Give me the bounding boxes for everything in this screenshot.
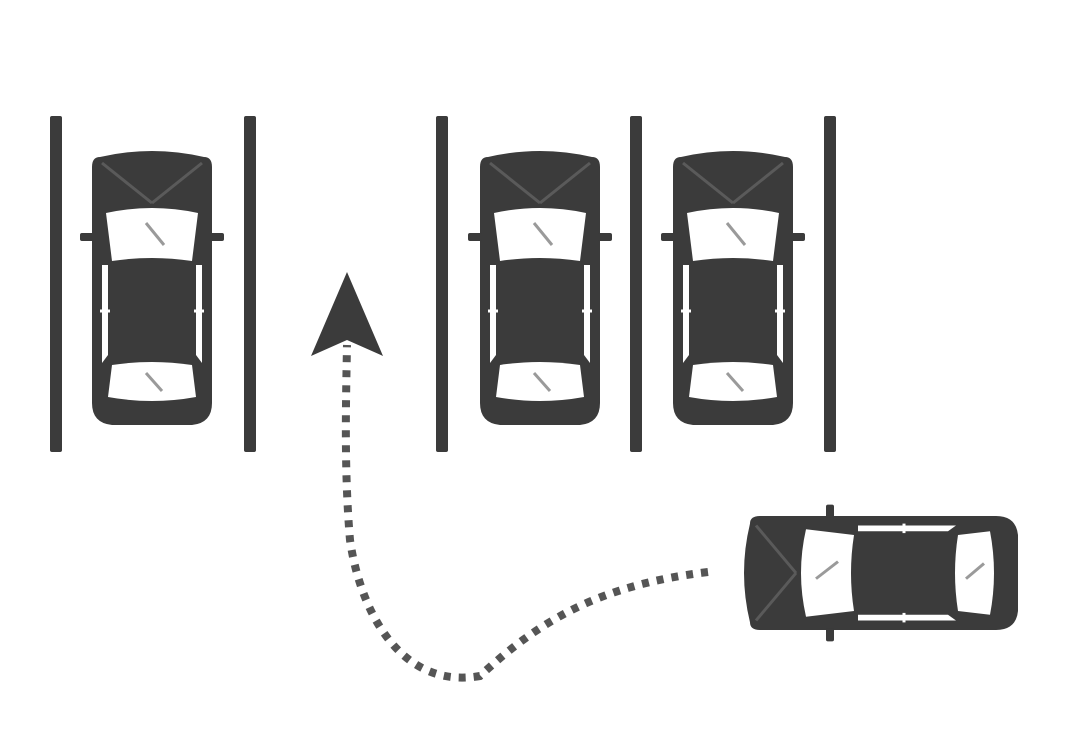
path-dots [341,344,709,682]
parked-car-icon [659,149,807,427]
lane-dividers [50,116,836,452]
parked-car-icon [78,149,226,427]
divider-5 [824,116,836,452]
divider-4 [630,116,642,452]
divider-1 [50,116,62,452]
parked-car-icon [466,149,614,427]
path-arrow-icon [311,272,383,356]
divider-2 [244,116,256,452]
moving-car-icon [742,503,1020,643]
divider-3 [436,116,448,452]
